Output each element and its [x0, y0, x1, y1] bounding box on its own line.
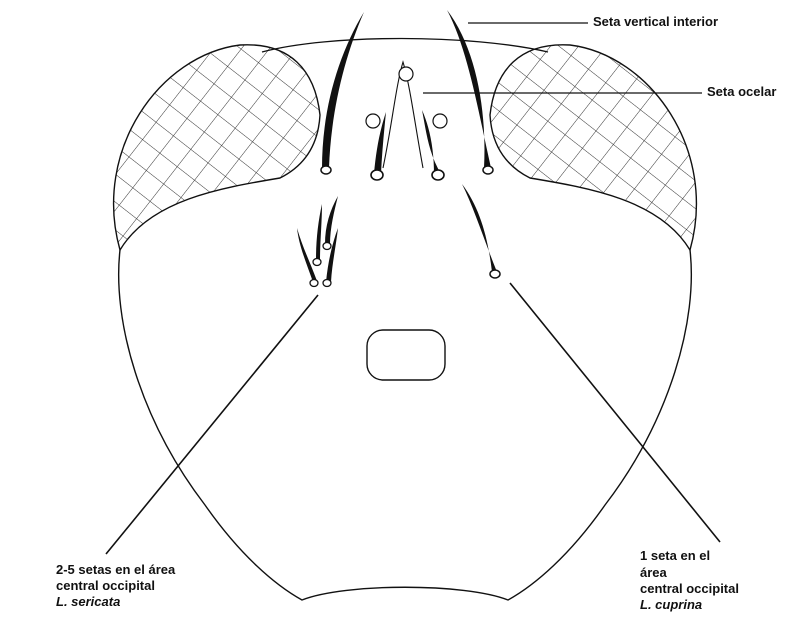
occipital-seta-2: [316, 204, 322, 260]
label-sericata-block: 2-5 setas en el área central occipital L…: [56, 562, 175, 610]
right-vertical-seta-socket: [483, 166, 493, 174]
left-ocellar-seta-socket: [371, 170, 383, 180]
single-occipital-seta: [462, 184, 497, 272]
label-cuprina-line3: central occipital: [640, 581, 739, 597]
label-sericata-line1: 2-5 setas en el área: [56, 562, 175, 578]
label-cuprina-line2: área: [640, 565, 739, 581]
occipital-foramen: [367, 330, 445, 380]
ocellus-median: [399, 67, 413, 81]
ocellus-left: [366, 114, 380, 128]
single-occipital-seta-socket: [490, 270, 500, 278]
occipital-seta-socket-1: [313, 259, 321, 266]
occipital-seta-socket-2: [323, 243, 331, 250]
occipital-seta-1: [297, 228, 317, 282]
left-inner-vertical-seta: [322, 12, 364, 168]
left-compound-eye: [114, 45, 320, 250]
label-cuprina-block: 1 seta en el área central occipital L. c…: [640, 547, 739, 613]
occipital-seta-socket-3: [310, 280, 318, 287]
vertex-outline: [262, 39, 548, 53]
label-sericata-species: L. sericata: [56, 594, 175, 610]
label-cuprina-line1: 1 seta en el: [640, 548, 710, 563]
label-sericata-line2: central occipital: [56, 578, 175, 594]
left-vertical-seta-socket: [321, 166, 331, 174]
label-ocellar-seta: Seta ocelar: [707, 84, 776, 100]
right-ocellar-seta-socket: [432, 170, 444, 180]
label-cuprina-line1-row: 1 seta en el: [640, 547, 739, 565]
leader-line-cuprina: [510, 283, 720, 542]
ocellus-right: [433, 114, 447, 128]
label-cuprina-species: L. cuprina: [640, 597, 739, 613]
occiput-outline: [119, 250, 692, 600]
occipital-seta-socket-4: [323, 280, 331, 287]
right-compound-eye: [490, 45, 696, 250]
right-inner-vertical-seta: [447, 10, 491, 168]
label-inner-vertical-seta: Seta vertical interior: [593, 14, 718, 30]
